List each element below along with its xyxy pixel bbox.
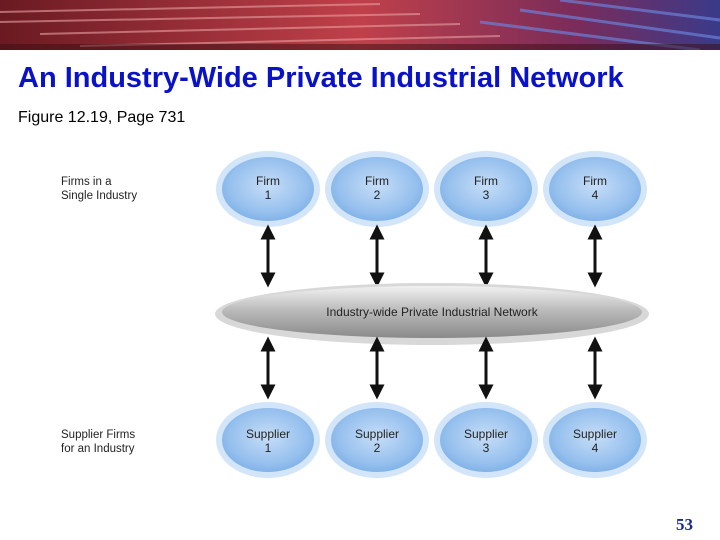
figure-caption: Figure 12.19, Page 731 [18,109,186,126]
supplier-number: 1 [265,441,272,455]
supplier-node-4: Supplier 4 [543,402,647,478]
supplier-number: 4 [592,441,599,455]
page-number: 53 [676,515,693,534]
firm-label: Firm [583,174,607,188]
supplier-node-2: Supplier 2 [325,402,429,478]
supplier-number: 2 [374,441,381,455]
suppliers-row-label-line-2: for an Industry [61,443,135,455]
supplier-label: Supplier [464,427,508,441]
supplier-number: 3 [483,441,490,455]
firms-row-label-line-1: Firms in a [61,176,112,188]
supplier-label: Supplier [355,427,399,441]
supplier-label: Supplier [246,427,290,441]
firm-label: Firm [256,174,280,188]
banner-graphic [0,0,720,50]
supplier-node-1: Supplier 1 [216,402,320,478]
firm-label: Firm [474,174,498,188]
network-label: Industry-wide Private Industrial Network [326,305,538,319]
firm-number: 4 [592,188,599,202]
firm-number: 2 [374,188,381,202]
header-banner [0,0,720,50]
firm-node-1: Firm 1 [216,151,320,227]
supplier-label: Supplier [573,427,617,441]
supplier-node-3: Supplier 3 [434,402,538,478]
firm-number: 3 [483,188,490,202]
firm-node-4: Firm 4 [543,151,647,227]
firm-node-3: Firm 3 [434,151,538,227]
slide-title: An Industry-Wide Private Industrial Netw… [18,62,624,94]
firms-row-label-line-2: Single Industry [61,190,137,202]
network-ellipse: Industry-wide Private Industrial Network [215,283,649,345]
firm-label: Firm [365,174,389,188]
suppliers-row-label-line-1: Supplier Firms [61,429,135,441]
firm-number: 1 [265,188,272,202]
firm-node-2: Firm 2 [325,151,429,227]
